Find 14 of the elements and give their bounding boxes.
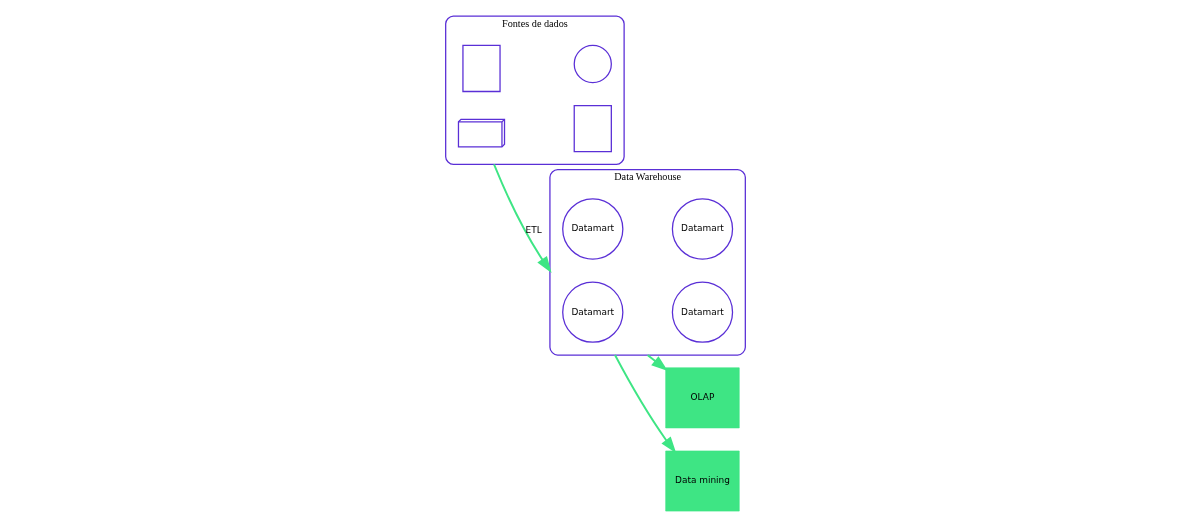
arrow [614, 354, 677, 454]
arrow [493, 163, 552, 273]
edge-label: ETL [525, 224, 542, 235]
node-circle [573, 44, 612, 84]
node-circle: Datamart [671, 281, 734, 343]
node-circle: Datamart [671, 198, 734, 260]
node-box: OLAP [665, 367, 740, 429]
arrow [646, 354, 668, 372]
node-box: Data mining [665, 450, 740, 512]
node-circle: Datamart [562, 198, 624, 260]
cluster: Fontes de dados [445, 15, 625, 166]
node-box [462, 44, 501, 93]
node-box [573, 104, 612, 153]
node-circle: Datamart [562, 281, 624, 343]
